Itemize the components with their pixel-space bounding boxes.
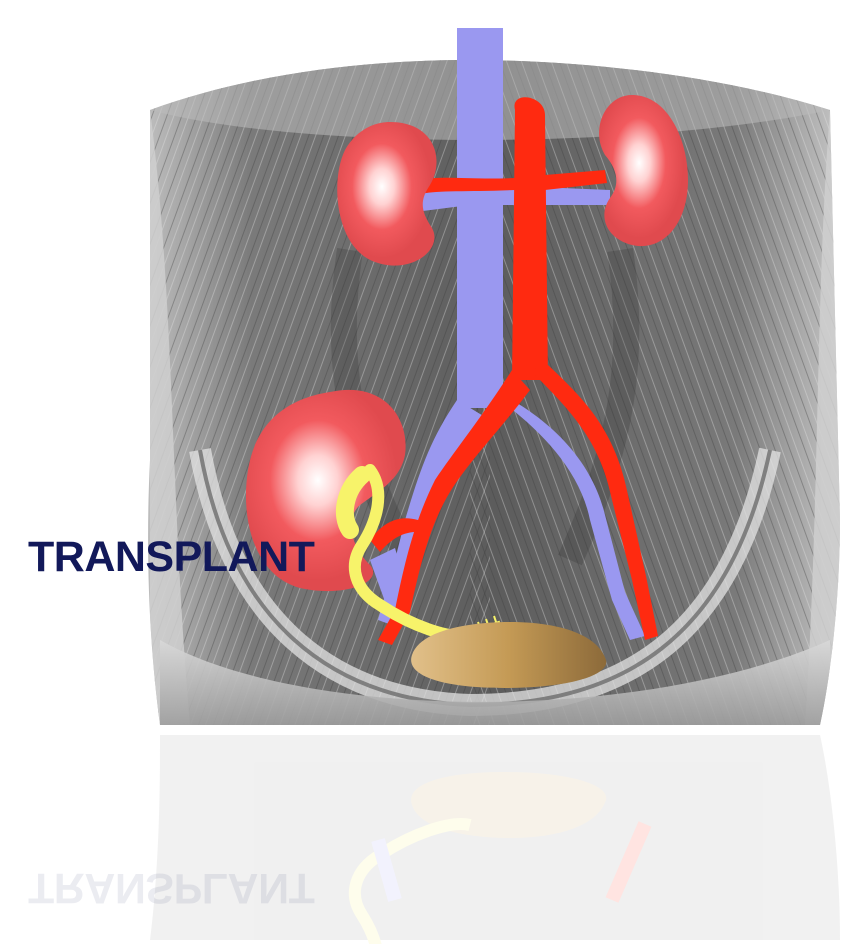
transplant-label: TRANSPLANT — [28, 536, 314, 579]
transplant-label-reflection: TRANSPLANT — [28, 866, 314, 909]
